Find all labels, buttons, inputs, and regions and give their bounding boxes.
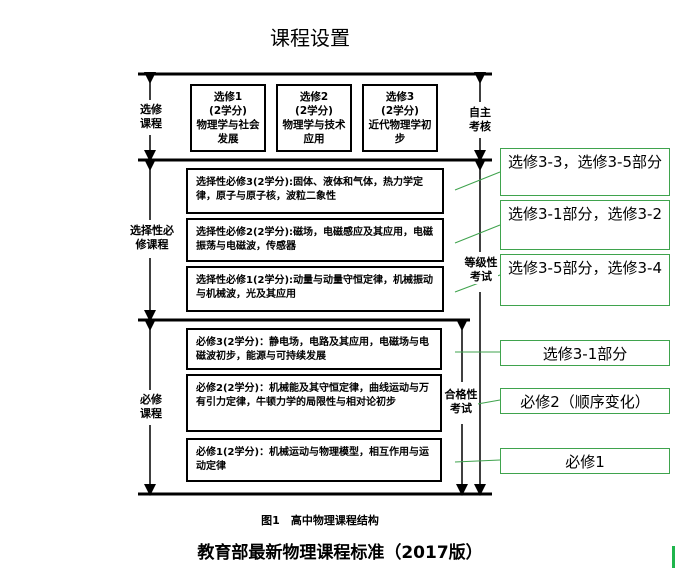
callout-6: 必修1 [500,448,670,474]
callout-2: 选修3-1部分，选修3-2 [500,200,670,250]
callout-pointer-6 [454,459,501,463]
required-box-1: 必修1(2学分)：机械运动与物理模型，相互作用与运动定律 [186,438,442,482]
label-self-exam: 自主考核 [466,106,494,134]
elective-required-box-1: 选择性必修1(2学分):动量与动量守恒定律，机械振动与机械波，光及其应用 [186,266,444,312]
course-desc: 磁场，电磁感应及其应用，电磁振荡与电磁波，传感器 [196,227,434,252]
selective-name: 选修2 [299,91,329,103]
callout-5: 必修2（顺序变化） [500,388,670,414]
elective-required-box-3: 选择性必修3(2学分):固体、液体和气体，热力学定律，原子与原子核，波粒二象性 [186,168,444,214]
label-pass-exam: 合格性考试 [444,388,478,416]
course-desc: 固体、液体和气体，热力学定律，原子与原子核，波粒二象性 [196,177,424,202]
course-name: 必修3(2学分) [196,337,260,348]
label-grade-exam: 等级性考试 [464,256,498,284]
label-selective-courses: 选修课程 [136,103,166,131]
selective-credit: (2学分) [295,105,333,117]
course-name: 选择性必修2(2学分): [196,227,294,238]
callout-4: 选修3-1部分 [500,340,670,366]
selective-name: 选修1 [213,91,243,103]
course-name: 必修1(2学分) [196,447,260,458]
course-name: 选择性必修3(2学分): [196,177,294,188]
elective-required-box-2: 选择性必修2(2学分):磁场，电磁感应及其应用，电磁振荡与电磁波，传感器 [186,218,444,262]
required-box-2: 必修2(2学分)：机械能及其守恒定律，曲线运动与万有引力定律，牛顿力学的局限性与… [186,374,442,432]
selective-box-1: 选修1 (2学分) 物理学与社会发展 [190,84,266,152]
page-title: 课程设置 [270,26,350,50]
course-desc: 动量与动量守恒定律，机械振动与机械波，光及其应用 [196,275,434,300]
course-desc: ：静电场，电路及其应用，电磁场与电磁波初步，能源与可持续发展 [196,337,430,362]
selective-box-3: 选修3 (2学分) 近代物理学初步 [362,84,438,152]
selective-credit: (2学分) [209,105,247,117]
course-name: 选择性必修1(2学分): [196,275,294,286]
course-desc: ：机械运动与物理模型，相互作用与运动定律 [196,447,430,472]
label-required-courses: 必修课程 [136,393,166,421]
label-elective-required-courses: 选择性必修课程 [126,224,178,252]
callout-pointer-2 [454,224,501,244]
green-edge-marker [672,546,675,568]
callout-pointer-1 [454,171,501,191]
course-name: 必修2(2学分) [196,383,260,394]
selective-desc: 近代物理学初步 [368,119,432,145]
callout-3: 选修3-5部分，选修3-4 [500,254,670,306]
figure-caption: 图1 高中物理课程结构 [261,514,379,527]
selective-box-2: 选修2 (2学分) 物理学与技术应用 [276,84,352,152]
course-desc: ：机械能及其守恒定律，曲线运动与万有引力定律，牛顿力学的局限性与相对论初步 [196,383,430,408]
source-subtitle: 教育部最新物理课程标准（2017版） [197,543,483,563]
selective-credit: (2学分) [381,105,419,117]
selective-desc: 物理学与技术应用 [282,119,346,145]
required-box-3: 必修3(2学分)：静电场，电路及其应用，电磁场与电磁波初步，能源与可持续发展 [186,328,442,370]
selective-desc: 物理学与社会发展 [196,119,260,145]
callout-1: 选修3-3，选修3-5部分 [500,148,670,196]
selective-name: 选修3 [385,91,415,103]
